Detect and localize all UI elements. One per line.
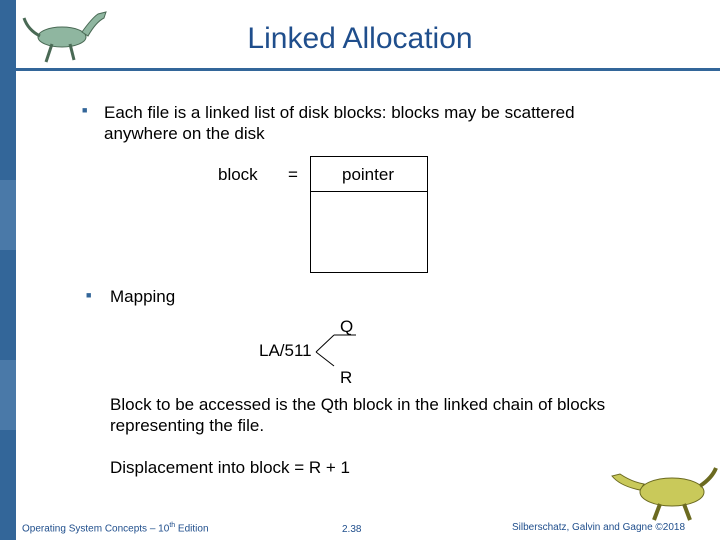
footer-edition: Edition	[175, 523, 208, 534]
bullet-marker: ■	[86, 290, 91, 300]
title-underline	[16, 68, 720, 71]
dinosaur-logo-top	[24, 12, 106, 62]
footer-copyright: Silberschatz, Galvin and Gagne ©2018	[512, 522, 685, 533]
dinosaur-logo-bottom	[612, 468, 716, 520]
logical-address-label: LA/511	[259, 340, 312, 361]
quotient-label: Q	[340, 316, 353, 337]
bullet-text-line2: anywhere on the disk	[104, 123, 265, 144]
remainder-label: R	[340, 367, 352, 388]
equals-sign: =	[288, 164, 298, 185]
mapping-line-q	[316, 335, 334, 352]
pointer-label: pointer	[342, 164, 394, 185]
mapping-line-r	[316, 352, 334, 366]
displacement-text: Displacement into block = R + 1	[110, 457, 350, 478]
bullet-text-line1: Each file is a linked list of disk block…	[104, 102, 575, 123]
block-label: block	[218, 164, 258, 185]
explanation-line2: representing the file.	[110, 415, 264, 436]
footer-book-title: Operating System Concepts – 10	[22, 523, 169, 534]
mapping-heading: Mapping	[110, 286, 175, 307]
bullet-marker: ■	[82, 105, 87, 115]
footer-page-number: 2.38	[342, 524, 361, 535]
block-diagram-divider	[311, 191, 427, 192]
footer-left: Operating System Concepts – 10th Edition	[22, 522, 209, 534]
slide-title: Linked Allocation	[150, 22, 570, 56]
explanation-line1: Block to be accessed is the Qth block in…	[110, 394, 605, 415]
